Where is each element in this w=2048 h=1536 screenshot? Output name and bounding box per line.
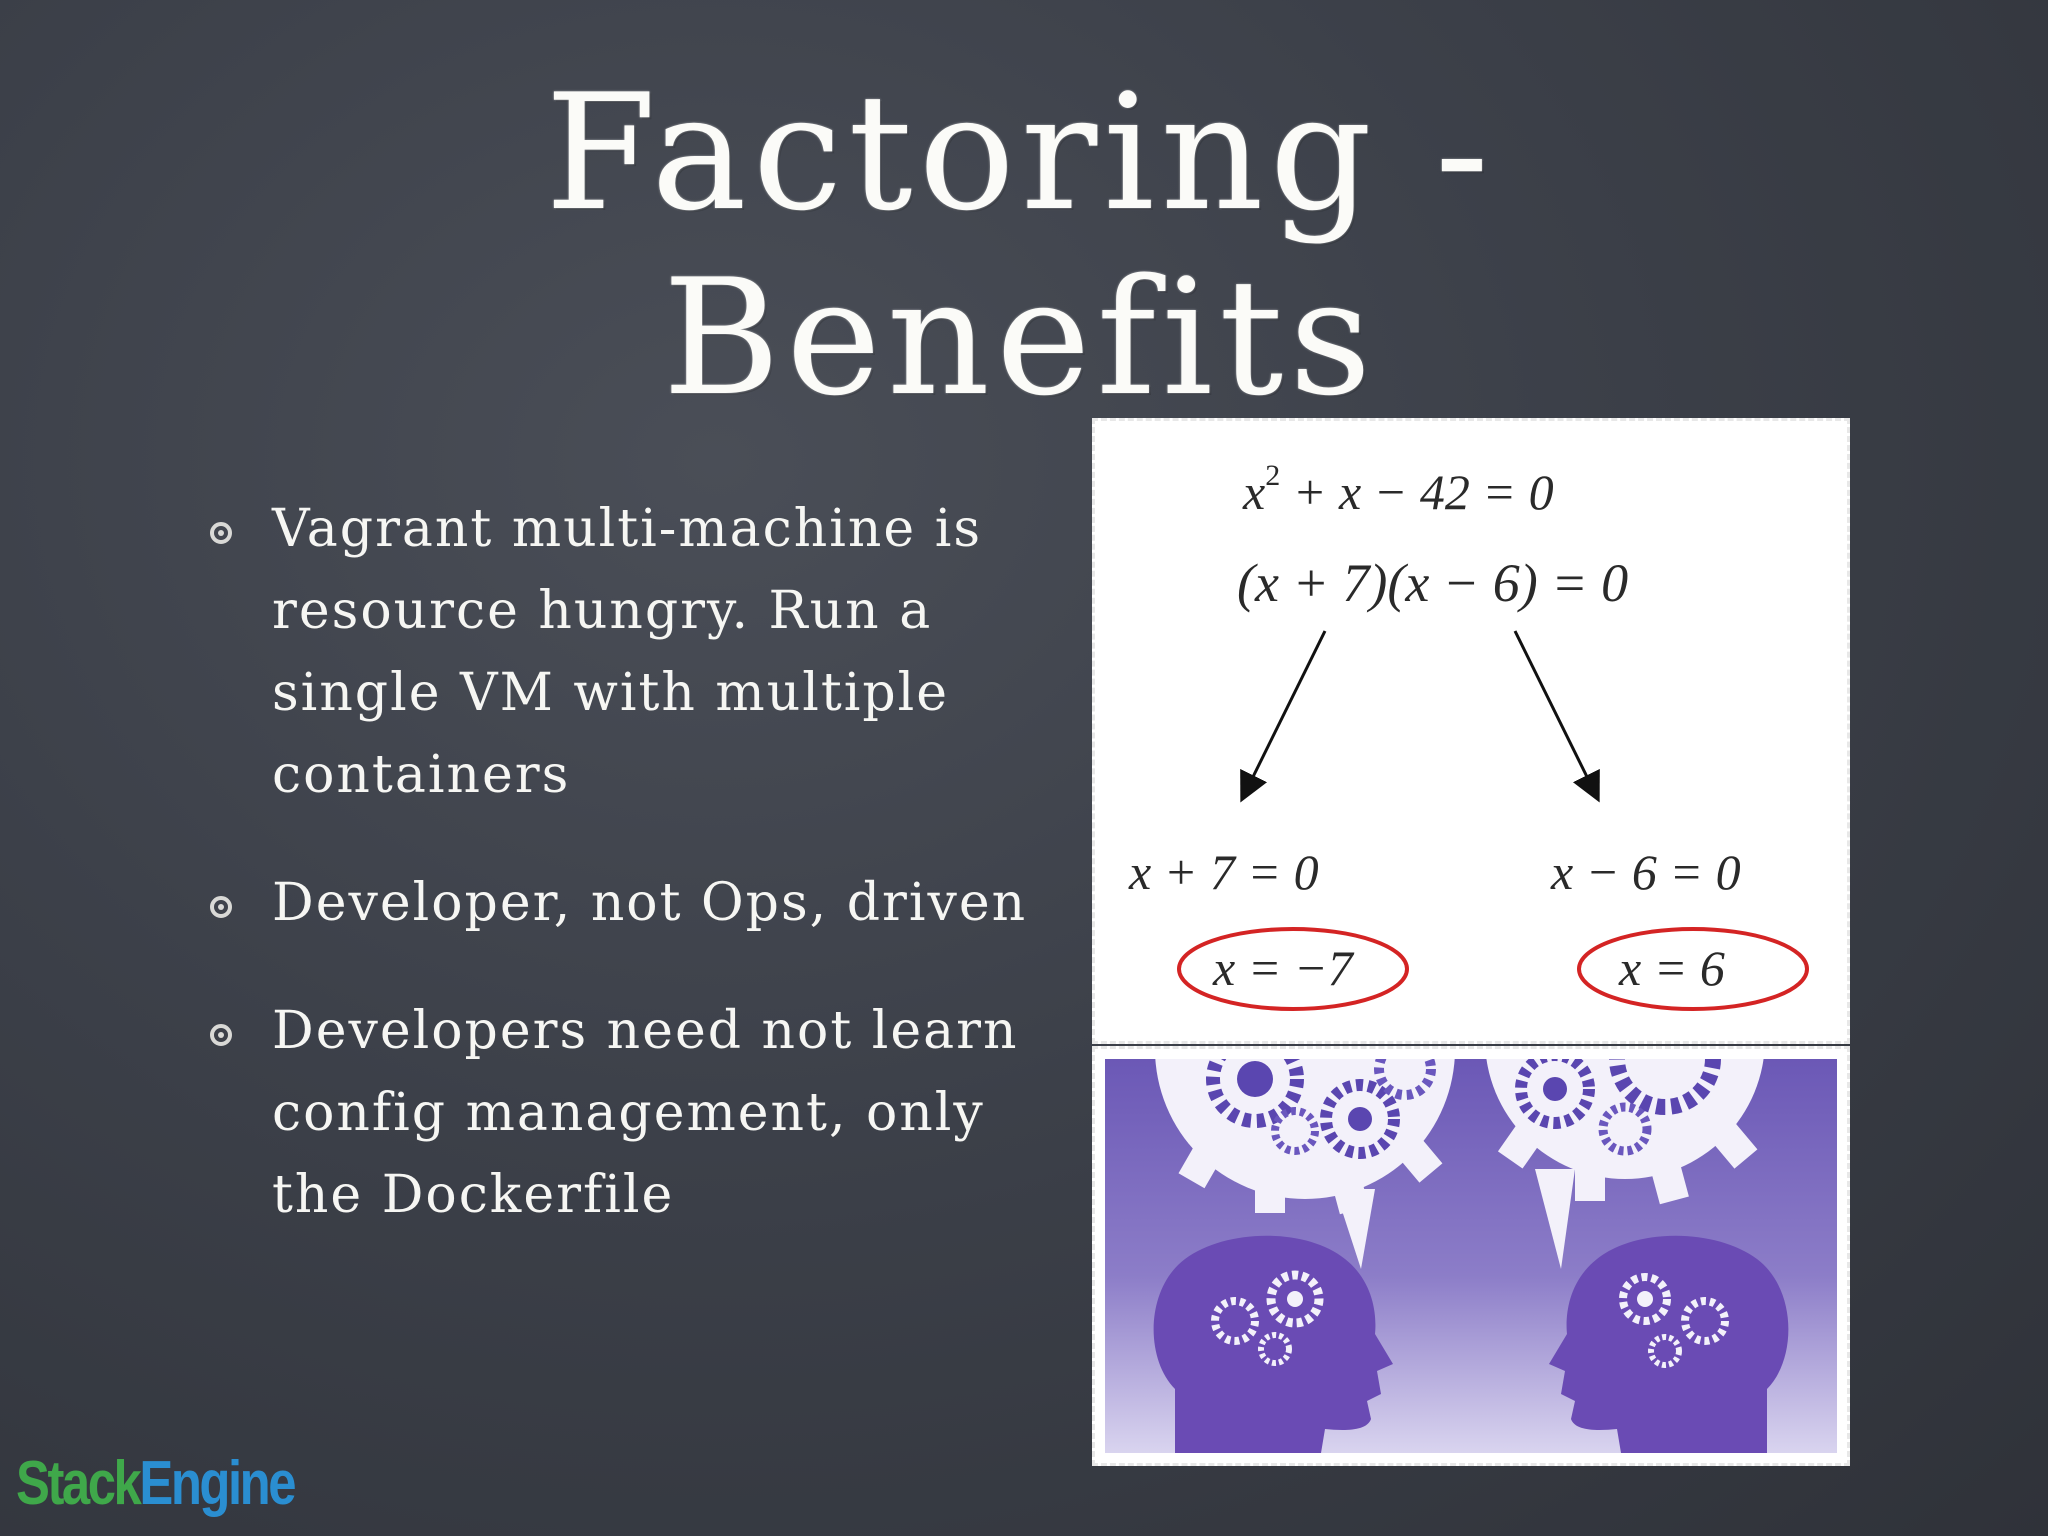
bullet-text: Developer, not Ops, driven — [272, 873, 1028, 933]
bullet-text: Developers need not learn config managem… — [272, 1001, 1019, 1225]
bullet-icon — [210, 1024, 232, 1046]
bullet-icon — [210, 896, 232, 918]
bullet-list: Vagrant multi-machine is resource hungry… — [200, 488, 1040, 1236]
right-solution-circle — [1577, 927, 1809, 1011]
left-thought-gear-icon — [1155, 1059, 1455, 1269]
right-branch-equation: x − 6 = 0 — [1550, 844, 1741, 900]
slide-title: Factoring - Benefits — [440, 60, 1600, 430]
left-solution-circle — [1177, 927, 1409, 1011]
bullet-icon — [210, 522, 232, 544]
left-solution: x = −7 — [1212, 940, 1355, 996]
thinking-heads-illustration — [1092, 1046, 1850, 1466]
bullet-item: Vagrant multi-machine is resource hungry… — [200, 488, 1040, 816]
right-arrow-icon — [1513, 630, 1600, 803]
left-arrow-icon — [1240, 630, 1327, 803]
logo-part-engine: Engine — [139, 1449, 296, 1518]
equation-rest: + x − 42 = 0 — [1280, 464, 1553, 520]
bullet-text: Vagrant multi-machine is resource hungry… — [272, 499, 983, 805]
factored-equation: (x + 7)(x − 6) = 0 — [1237, 553, 1628, 613]
title-line-2: Benefits — [662, 244, 1378, 431]
left-head-icon — [1153, 1235, 1393, 1453]
title-line-1: Factoring - — [545, 59, 1495, 246]
left-branch-equation: x + 7 = 0 — [1128, 844, 1319, 900]
equation-text: x2 + x − 42 = 0 — [1242, 459, 1554, 520]
factoring-diagram: x2 + x − 42 = 0 (x + 7)(x − 6) = 0 x + 7… — [1092, 418, 1850, 1044]
logo-part-stack: Stack — [16, 1449, 142, 1518]
stackengine-logo: StackEngine — [16, 1448, 297, 1519]
right-head-icon — [1549, 1235, 1789, 1453]
bullet-item: Developers need not learn config managem… — [200, 990, 1040, 1236]
illustration-background — [1105, 1059, 1837, 1453]
heads-gears-svg — [1153, 1059, 1789, 1453]
right-thought-gear-icon — [1486, 1059, 1764, 1269]
equation-exponent: 2 — [1265, 459, 1280, 492]
right-solution: x = 6 — [1618, 940, 1725, 996]
equation-base: x — [1242, 464, 1265, 520]
factoring-diagram-svg: x2 + x − 42 = 0 (x + 7)(x − 6) = 0 x + 7… — [1128, 459, 1809, 1011]
bullet-item: Developer, not Ops, driven — [200, 862, 1040, 944]
